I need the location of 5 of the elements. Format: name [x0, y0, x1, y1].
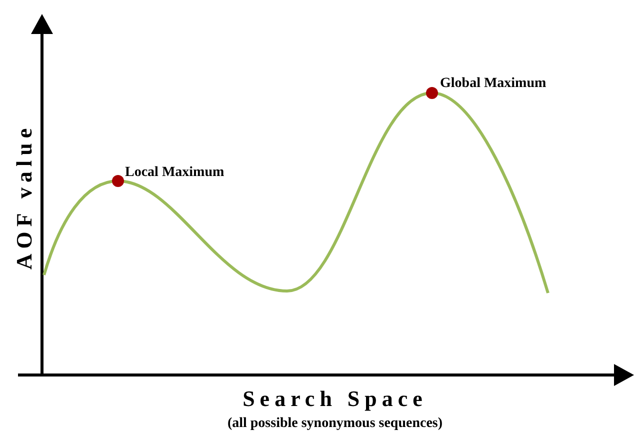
axis-label: Global Maximum: [440, 75, 546, 93]
axis-label: AOF value: [10, 122, 38, 272]
axis-label: Search Space: [242, 385, 428, 413]
axis-label: (all possible synonymous sequences): [226, 415, 444, 433]
axis-label: Local Maximum: [125, 164, 224, 182]
